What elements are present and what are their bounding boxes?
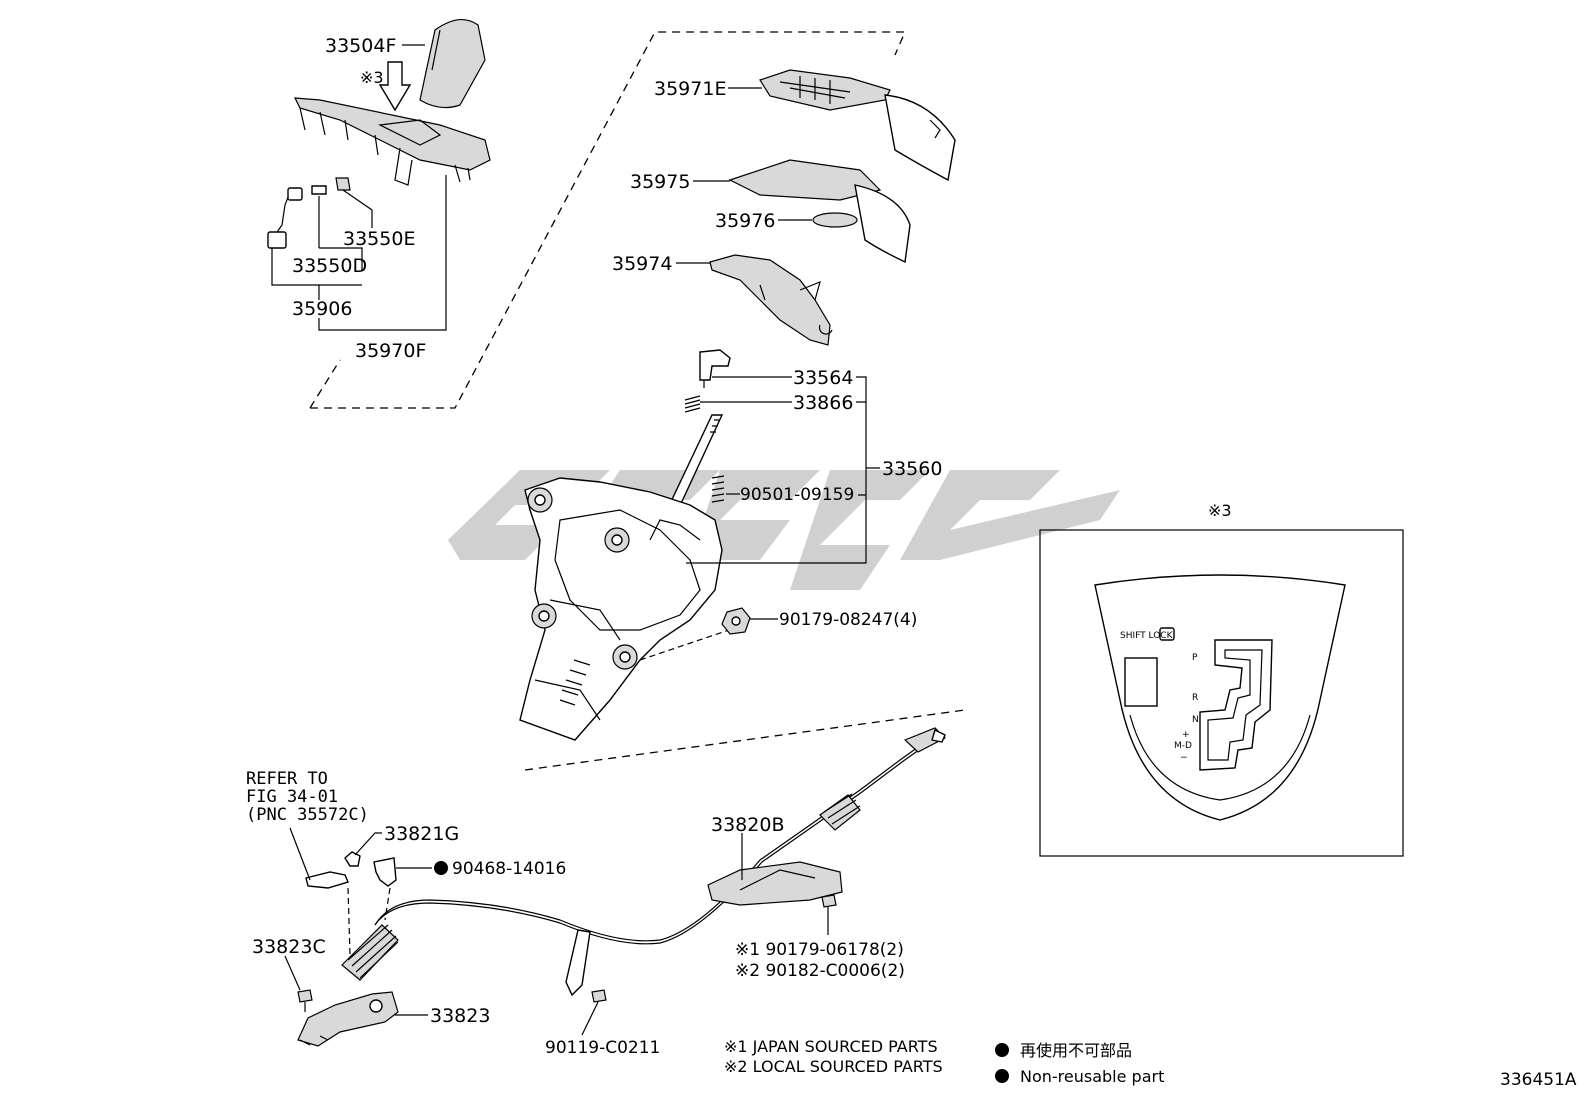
cable-dashed-path (347, 887, 391, 956)
shift-lever-housing (519, 477, 736, 741)
leader-refer (289, 827, 311, 881)
label-35906: 35906 (292, 298, 352, 320)
indicator-plate-35975 (728, 159, 911, 264)
label-33820B: 33820B (711, 814, 784, 836)
bracket-33823 (297, 991, 399, 1047)
indicator-panel-35971E (759, 69, 956, 182)
label-35974: 35974 (612, 253, 672, 275)
legend-non-reusable-jp: 再使用不可部品 (1020, 1041, 1132, 1060)
legend-dot-en (995, 1069, 1009, 1083)
inset-gear-minus: − (1180, 753, 1188, 763)
inset-title: ※3 (1208, 501, 1232, 520)
figure-id: 336451A (1500, 1070, 1577, 1090)
inset-switch-label: SHIFT LOCK (1120, 631, 1174, 641)
leader-33821G (354, 832, 382, 856)
clip-33821G (305, 851, 361, 889)
legend-dot-jp (995, 1043, 1009, 1057)
inset-gear-n: N (1192, 715, 1199, 725)
label-90468-14016: 90468-14016 (452, 859, 566, 879)
shift-cable (341, 727, 947, 997)
lower-group-outline (524, 709, 966, 771)
leader-33550E (342, 189, 373, 228)
callout-arrow (378, 61, 412, 112)
label-90501-09159: 90501-09159 (740, 485, 854, 505)
label-refer-line1: REFER TO (246, 769, 328, 789)
leader-33823C (284, 955, 301, 991)
label-refer-line3: (PNC 35572C) (246, 805, 369, 825)
note-japan-sourced: ※1 JAPAN SOURCED PARTS (724, 1037, 938, 1056)
label-33866: 33866 (793, 392, 853, 414)
label-35976: 35976 (715, 210, 775, 232)
label-90179-08247: 90179-08247(4) (779, 610, 917, 630)
non-reusable-dot-90468 (434, 861, 448, 875)
spring-33866 (684, 395, 701, 413)
bolt-90179b (821, 894, 837, 908)
inset-gear-plus: + (1182, 730, 1190, 740)
label-35970F: 35970F (355, 340, 426, 362)
label-33504F: 33504F (325, 35, 396, 57)
part-labels: 33504F ※3 33550E 33550D 35906 35970F 359… (246, 35, 1577, 1090)
label-33823C: 33823C (252, 936, 326, 958)
panel-35974 (709, 254, 833, 346)
upper-group-outline (310, 31, 906, 409)
nut-90179 (721, 607, 751, 635)
upper-group-outline-left (309, 359, 341, 409)
label-33564: 33564 (793, 367, 853, 389)
label-refer-line2: FIG 34-01 (246, 787, 338, 807)
inset-gear-d: M-D (1174, 741, 1192, 751)
leader-35906 (271, 248, 362, 286)
label-33550E: 33550E (343, 228, 415, 250)
legend-non-reusable-en: Non-reusable part (1020, 1067, 1164, 1086)
harness-connector (267, 177, 351, 249)
label-33550D: 33550D (292, 255, 367, 277)
label-35971E: 35971E (654, 78, 726, 100)
lever-knob-button (699, 349, 731, 388)
spring-pin-90501 (711, 475, 725, 503)
label-callout-mark: ※3 (360, 68, 384, 87)
label-33823: 33823 (430, 1005, 490, 1027)
bolt-33823C (297, 989, 313, 1012)
shift-bezel (293, 97, 491, 186)
bolt-90119 (591, 989, 607, 1003)
leader-33550D (318, 196, 363, 270)
leader-33560 (686, 376, 880, 564)
inset-gear-r: R (1192, 693, 1198, 703)
inset-gear-p: P (1192, 653, 1198, 663)
note-local-sourced: ※2 LOCAL SOURCED PARTS (724, 1057, 943, 1076)
label-33821G: 33821G (384, 823, 459, 845)
label-90182-C0006: ※2 90182-C0006(2) (735, 961, 905, 981)
shift-knob (419, 19, 486, 109)
leader-35970F (318, 175, 447, 331)
badge-35976 (812, 212, 858, 228)
label-90119-C0211: 90119-C0211 (545, 1038, 660, 1058)
shift-pattern-inset (1039, 529, 1404, 857)
retainer-90468 (373, 857, 397, 887)
label-33560: 33560 (882, 458, 942, 480)
label-35975: 35975 (630, 171, 690, 193)
label-90179-06178: ※1 90179-06178(2) (735, 940, 904, 960)
leader-90119 (581, 1001, 599, 1036)
